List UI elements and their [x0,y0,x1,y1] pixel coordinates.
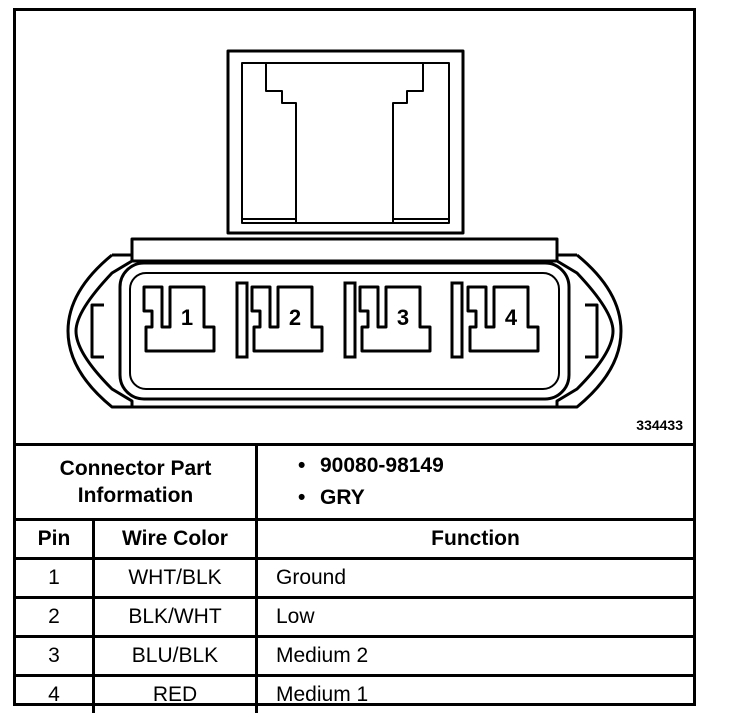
connector-color: GRY [320,486,365,509]
part-number-item: • 90080-98149 [298,450,693,482]
pin-cell: 3 [16,635,95,677]
pin-cavity [358,285,432,353]
color-item: • GRY [298,482,693,514]
header-function: Function [255,518,693,560]
cavity-labels: 1 2 3 4 [181,305,518,330]
wire-color-cell: WHT/BLK [92,557,258,599]
part-info-label-line1: Connector Part [59,457,212,480]
pin-cell: 1 [16,557,95,599]
pin-cell: 4 [16,674,95,713]
wire-color-cell: BLK/WHT [92,596,258,638]
cavity-number: 1 [181,305,193,330]
function-cell: Low [255,596,693,638]
connector-cavities [142,285,540,353]
part-info-values: • 90080-98149 • GRY [255,443,693,521]
wire-color-cell: BLU/BLK [92,635,258,677]
cavity-number: 2 [289,305,301,330]
figure-id: 334433 [636,417,683,433]
table-row: 3 BLU/BLK Medium 2 [16,635,693,677]
table-row: 1 WHT/BLK Ground [16,557,693,599]
cavity-number: 4 [505,305,518,330]
cavity-number: 3 [397,305,409,330]
connector-housing [66,237,623,409]
header-wire-color: Wire Color [92,518,258,560]
function-cell: Medium 2 [255,635,693,677]
table-row: 4 RED Medium 1 [16,674,693,713]
part-info-label-line2: Information [77,484,194,507]
locking-tab [226,49,465,235]
table-header-row: Pin Wire Color Function [16,518,693,560]
pin-cavity [250,285,324,353]
pin-cell: 2 [16,596,95,638]
connector-drawing: 1 2 3 4 [66,49,623,409]
function-cell: Medium 1 [255,674,693,713]
function-cell: Ground [255,557,693,599]
separator-ribs [235,281,464,359]
header-pin: Pin [16,518,95,560]
part-number: 90080-98149 [320,454,444,477]
part-info-row: Connector Part Information • 90080-98149 … [16,443,693,521]
pin-cavity [466,285,540,353]
part-info-label: Connector Part Information [16,443,258,521]
bullet-icon: • [298,486,306,509]
connector-info-table: Connector Part Information • 90080-98149 … [16,443,693,713]
wire-color-cell: RED [92,674,258,713]
pin-cavity [142,285,216,353]
bullet-icon: • [298,454,306,477]
table-row: 2 BLK/WHT Low [16,596,693,638]
